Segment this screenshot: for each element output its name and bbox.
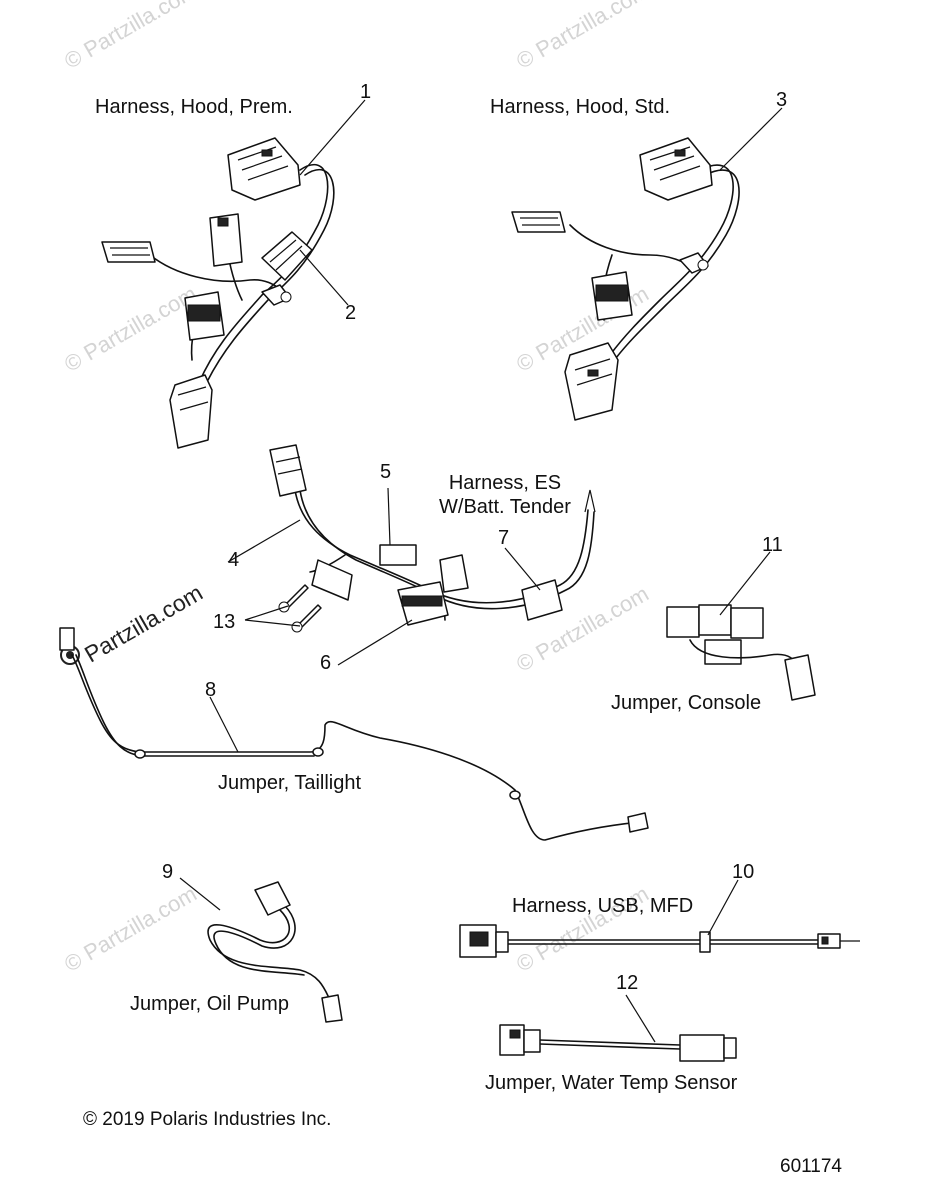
callout-13: 13 (213, 611, 236, 633)
drawing-number: 601174 (780, 1156, 842, 1177)
part-4-es-harness (269, 444, 596, 626)
callout-leader-6 (337, 619, 413, 666)
callout-1: 1 (360, 81, 372, 103)
callout-leader-8 (209, 696, 239, 753)
label-usb-mfd: Harness, USB, MFD (512, 895, 694, 917)
callout-leader-9 (179, 877, 221, 911)
label-es-harness: Harness, ES W/Batt. Tender (425, 473, 585, 517)
label-oil-pump: Jumper, Oil Pump (130, 993, 289, 1015)
callout-11: 11 (762, 534, 783, 556)
label-hood-std: Harness, Hood, Std. (490, 96, 671, 118)
callout-leader-5 (387, 487, 391, 546)
label-taillight: Jumper, Taillight (218, 772, 362, 794)
copyright: © 2019 Polaris Industries Inc. (83, 1109, 332, 1130)
label-es-line1: Harness, ES (448, 472, 562, 494)
label-es-line2: W/Batt. Tender (439, 496, 571, 518)
label-console: Jumper, Console (611, 692, 762, 714)
part-1-hood-prem-harness (101, 137, 335, 449)
label-water-temp: Jumper, Water Temp Sensor (485, 1072, 738, 1094)
part-3-hood-std-harness (511, 137, 740, 421)
part-10-usb-mfd-harness (459, 924, 860, 958)
callout-leader-3 (719, 107, 783, 171)
callout-10: 10 (732, 861, 755, 883)
callout-3: 3 (776, 89, 788, 111)
callout-8: 8 (205, 679, 217, 701)
callout-6: 6 (320, 652, 332, 674)
callout-7: 7 (498, 527, 510, 549)
callout-leader-10 (707, 879, 739, 936)
callout-2: 2 (345, 302, 357, 324)
callout-leader-12 (625, 994, 656, 1043)
part-8-taillight-jumper (59, 627, 649, 841)
part-12-water-temp-jumper (499, 1024, 737, 1062)
callout-leader-7 (504, 547, 541, 591)
callout-4: 4 (228, 549, 240, 571)
callout-leader-2 (299, 249, 349, 306)
part-11-console-jumper (666, 604, 816, 701)
callout-leader-11 (719, 551, 771, 616)
callout-leader-4 (227, 519, 301, 563)
part-9-oil-pump-jumper (207, 881, 343, 1023)
callout-leader-1 (299, 99, 366, 176)
callout-12: 12 (616, 972, 639, 994)
callout-5: 5 (380, 461, 392, 483)
label-hood-prem: Harness, Hood, Prem. (95, 96, 293, 118)
part-13-screws (244, 584, 322, 633)
callout-9: 9 (162, 861, 174, 883)
